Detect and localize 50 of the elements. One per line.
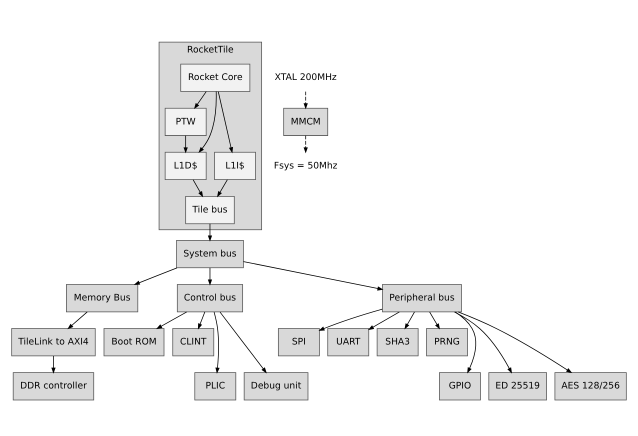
node-text: XTAL 200MHz — [274, 73, 337, 84]
arrow — [243, 261, 384, 291]
node-box: Memory Bus — [66, 284, 138, 312]
arrow — [429, 312, 440, 330]
arrow — [220, 312, 267, 374]
node-box: Rocket Core — [180, 64, 250, 92]
arrow — [156, 312, 188, 330]
arrow — [318, 308, 383, 331]
arrow — [194, 91, 207, 110]
arrow — [404, 312, 415, 330]
node-box: DDR controller — [12, 372, 94, 400]
arrow — [67, 312, 88, 330]
arrow — [134, 267, 178, 285]
node-box: UART — [327, 328, 370, 356]
arrow — [208, 267, 212, 286]
arrow — [454, 312, 476, 374]
arrow — [192, 179, 204, 198]
arrow — [217, 179, 228, 198]
node-box: MMCM — [283, 108, 328, 136]
node-box: L1D$ — [164, 152, 207, 180]
node-box: PTW — [164, 108, 207, 136]
node-box: SHA3 — [376, 328, 419, 356]
node-box: PRNG — [426, 328, 468, 356]
node-box: Boot ROM — [104, 328, 164, 356]
arrow — [304, 135, 308, 154]
arrow — [51, 356, 56, 374]
node-box: CLINT — [172, 328, 214, 356]
arrow — [218, 91, 234, 154]
node-box: Debug unit — [244, 372, 308, 400]
node-box: Tile bus — [185, 196, 235, 224]
node-box: Control bus — [176, 284, 244, 312]
arrow — [208, 223, 212, 242]
arrow — [198, 91, 217, 154]
node-box: ED 25519 — [488, 372, 547, 400]
node-box: System bus — [176, 240, 244, 268]
node-text: Fsys = 50Mhz — [274, 161, 338, 172]
arrow — [304, 91, 308, 110]
node-box: L1I$ — [214, 152, 256, 180]
node-box: TileLink to AXI4 — [11, 328, 96, 356]
arrow — [458, 312, 572, 374]
arrow — [454, 312, 512, 374]
arrow — [184, 135, 188, 154]
node-box: Peripheral bus — [382, 284, 462, 312]
node-box: AES 128/256 — [554, 372, 627, 400]
arrow — [368, 312, 400, 330]
node-box: GPIO — [439, 372, 481, 400]
node-box: PLIC — [194, 372, 236, 400]
arrow — [214, 312, 220, 374]
node-box: SPI — [278, 328, 320, 356]
arrow — [198, 312, 206, 330]
